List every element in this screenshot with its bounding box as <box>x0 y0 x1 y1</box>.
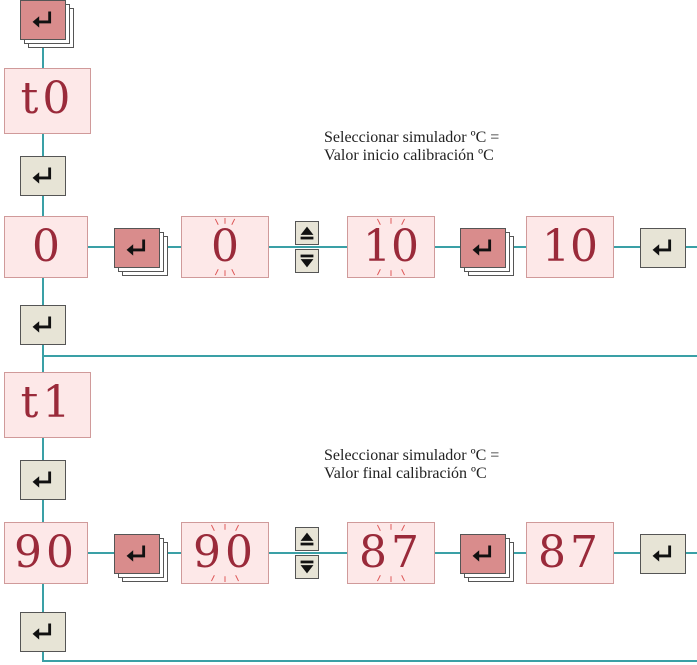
return-line-1 <box>42 355 697 357</box>
display-row2-confirmed: 87 <box>526 522 614 584</box>
enter-icon <box>32 471 52 488</box>
display-row1-current-text: 0 <box>32 221 60 272</box>
up-button-row2[interactable] <box>295 527 319 551</box>
note-start-line1: Seleccionar simulador ºC = <box>324 129 500 146</box>
enter-icon <box>32 167 52 184</box>
enter-button-pressed-row2-b[interactable] <box>460 534 516 584</box>
display-t0-text: t0 <box>20 73 75 124</box>
display-t1-text: t1 <box>20 377 75 428</box>
enter-button-pressed-row1-a[interactable] <box>114 228 170 278</box>
blink-marks <box>214 217 236 277</box>
display-row2-editing-text: 90 <box>193 527 257 578</box>
up-down-buttons-row1 <box>295 221 319 273</box>
enter-button-row2-end[interactable] <box>640 534 686 574</box>
enter-button-2[interactable] <box>20 305 66 345</box>
enter-icon <box>652 239 672 256</box>
arrow-down-icon <box>300 560 314 574</box>
blink-marks <box>377 217 405 277</box>
enter-icon <box>20 0 66 40</box>
display-row1-editing: 0 <box>181 216 269 278</box>
note-end-value: Seleccionar simulador ºC = Valor final c… <box>324 447 499 483</box>
enter-button-1[interactable] <box>20 156 66 196</box>
enter-icon <box>460 534 506 574</box>
note-end-line1: Seleccionar simulador ºC = <box>324 447 500 464</box>
enter-button-3[interactable] <box>20 460 66 500</box>
note-start-value: Seleccionar simulador ºC = Valor inicio … <box>324 129 499 165</box>
up-button-row1[interactable] <box>295 221 319 245</box>
arrow-up-icon <box>300 532 314 546</box>
display-row1-edited: 10 <box>347 216 435 278</box>
enter-button-pressed-row1-b[interactable] <box>460 228 516 278</box>
arrow-down-icon <box>300 254 314 268</box>
enter-icon <box>460 228 506 268</box>
display-t1: t1 <box>4 372 91 438</box>
enter-icon <box>32 316 52 333</box>
display-row1-edited-text: 10 <box>363 221 419 272</box>
blink-marks <box>377 523 405 583</box>
up-down-buttons-row2 <box>295 527 319 579</box>
enter-button-pressed-top[interactable] <box>20 0 76 50</box>
display-row2-current-text: 90 <box>14 527 78 578</box>
display-row1-current: 0 <box>4 216 88 278</box>
enter-icon <box>32 623 52 640</box>
display-row1-confirmed: 10 <box>526 216 614 278</box>
display-row2-edited: 87 <box>347 522 435 584</box>
note-end-line2: Valor final calibración ºC <box>324 465 487 482</box>
down-button-row1[interactable] <box>295 249 319 273</box>
enter-button-4[interactable] <box>20 612 66 652</box>
return-line-2 <box>42 660 697 662</box>
display-row1-editing-text: 0 <box>211 221 239 272</box>
arrow-up-icon <box>300 226 314 240</box>
blink-marks <box>211 523 239 583</box>
enter-icon <box>114 228 160 268</box>
enter-button-pressed-row2-a[interactable] <box>114 534 170 584</box>
display-row2-current: 90 <box>4 522 88 584</box>
display-row1-confirmed-text: 10 <box>542 221 598 272</box>
display-row2-editing: 90 <box>181 522 269 584</box>
enter-button-row1-end[interactable] <box>640 228 686 268</box>
enter-icon <box>114 534 160 574</box>
note-start-line2: Valor inicio calibración ºC <box>324 147 494 164</box>
display-t0: t0 <box>4 68 91 134</box>
display-row2-confirmed-text: 87 <box>538 527 602 578</box>
display-row2-edited-text: 87 <box>359 527 423 578</box>
down-button-row2[interactable] <box>295 555 319 579</box>
enter-icon <box>652 545 672 562</box>
